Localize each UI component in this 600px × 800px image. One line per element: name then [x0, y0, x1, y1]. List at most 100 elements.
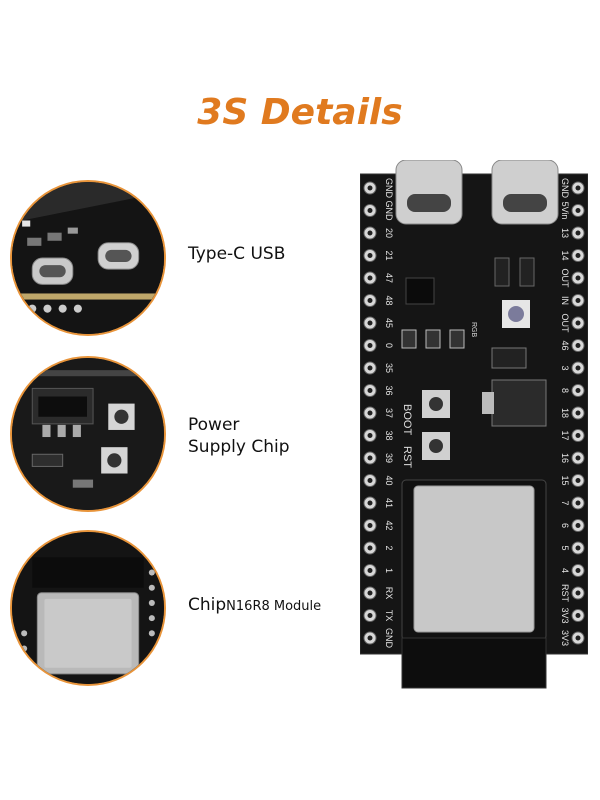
left-pin-label: 39	[384, 453, 394, 463]
right-pin-hole	[575, 590, 581, 596]
usb-c-port-right	[491, 160, 559, 225]
power-chip-closeup-image	[10, 356, 166, 512]
left-pin-hole	[367, 635, 373, 641]
right-pin-hole	[575, 343, 581, 348]
feature-label-usb: Type-C USB	[188, 243, 285, 265]
right-pin-label: 18	[560, 408, 570, 418]
right-pin-hole	[575, 185, 581, 191]
right-pin-hole	[575, 523, 581, 528]
usb-c-port-left-slot	[407, 194, 451, 212]
left-pin-label: 21	[384, 250, 394, 260]
right-pin-hole	[575, 208, 581, 213]
feature-power-text-2: Supply Chip	[188, 437, 290, 457]
left-pin-label: 20	[384, 228, 394, 238]
diode-1	[494, 257, 510, 287]
right-pin-hole	[575, 455, 581, 461]
left-pin-label: 48	[384, 295, 394, 305]
left-pin-label: GND	[384, 201, 394, 222]
left-pin-hole	[367, 343, 373, 348]
right-pin-label: 4	[560, 568, 570, 573]
right-pin-header: GND5Vin1314OUTINOUT4638181716157654RST3V…	[560, 178, 585, 646]
left-pin-label: 2	[384, 545, 394, 550]
right-pin-hole	[575, 298, 581, 303]
left-pin-hole	[367, 545, 373, 551]
left-pin-label: RX	[384, 587, 394, 600]
left-pin-label: 42	[384, 520, 394, 530]
left-pin-hole	[367, 365, 373, 371]
right-pin-label: 13	[560, 228, 570, 238]
right-pin-hole	[575, 320, 581, 326]
feature-label-chip: ChipN16R8 Module	[188, 594, 321, 618]
right-pin-label: 16	[560, 453, 570, 463]
right-pin-label: 5	[560, 545, 570, 550]
left-pin-hole	[367, 590, 373, 596]
resistor-3	[449, 329, 465, 349]
rgb-label: RGB	[470, 322, 477, 338]
left-pin-hole	[367, 613, 373, 618]
antenna	[401, 637, 547, 689]
right-pin-hole	[575, 613, 581, 618]
right-pin-hole	[575, 230, 581, 236]
right-pin-hole	[575, 253, 581, 258]
right-pin-label: 6	[560, 523, 570, 528]
left-pin-hole	[367, 523, 373, 528]
rst-label: RST	[401, 446, 413, 468]
right-pin-label: IN	[560, 296, 570, 305]
right-pin-label: 3	[560, 365, 570, 370]
ic-chip	[405, 277, 435, 305]
right-pin-label: 14	[560, 250, 570, 260]
right-pin-label: 3V3	[560, 630, 570, 646]
dev-board-svg: GNDGND20214748450353637383940414221RXTXG…	[360, 160, 588, 689]
right-pin-label: 5Vin	[560, 202, 570, 220]
left-pin-label: 36	[384, 385, 394, 395]
feature-label-power: Power Supply Chip	[188, 414, 290, 458]
left-pin-hole	[367, 253, 373, 258]
page-title: 3S Details	[197, 92, 403, 133]
right-pin-label: 46	[560, 340, 570, 350]
left-pin-hole	[367, 275, 373, 281]
right-pin-label: OUT	[560, 269, 570, 289]
left-pin-label: 40	[384, 475, 394, 485]
left-pin-hole	[367, 185, 373, 191]
left-pin-label: 45	[384, 318, 394, 328]
left-pin-hole	[367, 455, 373, 461]
usb-c-port-left	[395, 160, 463, 225]
right-pin-hole	[575, 568, 581, 573]
feature-chip-text-2: N16R8 Module	[226, 599, 322, 614]
boot-label: BOOT	[401, 404, 413, 435]
left-pin-header: GNDGND20214748450353637383940414221RXTXG…	[363, 178, 394, 649]
left-pin-hole	[367, 433, 373, 438]
left-pin-hole	[367, 410, 373, 416]
left-pin-label: GND	[384, 178, 394, 199]
right-pin-hole	[575, 433, 581, 438]
feature-power-text-1: Power	[188, 415, 240, 435]
left-pin-label: GND	[384, 628, 394, 649]
left-pin-hole	[367, 478, 373, 483]
left-pin-hole	[367, 568, 373, 573]
right-pin-hole	[575, 500, 581, 506]
right-pin-label: OUT	[560, 314, 570, 334]
left-pin-hole	[367, 298, 373, 303]
power-regulator	[491, 379, 547, 427]
diode-2	[519, 257, 535, 287]
right-pin-hole	[575, 478, 581, 483]
left-pin-hole	[367, 208, 373, 213]
right-pin-label: 17	[560, 430, 570, 440]
usb-c-port-right-slot	[503, 194, 547, 212]
left-pin-hole	[367, 320, 373, 326]
regulator-tab	[482, 392, 494, 414]
right-pin-hole	[575, 635, 581, 641]
right-pin-hole	[575, 388, 581, 393]
resistor-2	[425, 329, 441, 349]
left-pin-label: TX	[384, 610, 394, 622]
boot-button-cap	[429, 397, 443, 411]
right-pin-label: GND	[560, 178, 570, 199]
left-pin-label: 38	[384, 430, 394, 440]
left-pin-label: 1	[384, 568, 394, 573]
right-pin-label: RST	[560, 584, 570, 603]
rst-button-cap	[429, 439, 443, 453]
left-pin-hole	[367, 500, 373, 506]
left-pin-label: 35	[384, 363, 394, 373]
chip-module-closeup-image	[10, 530, 166, 686]
